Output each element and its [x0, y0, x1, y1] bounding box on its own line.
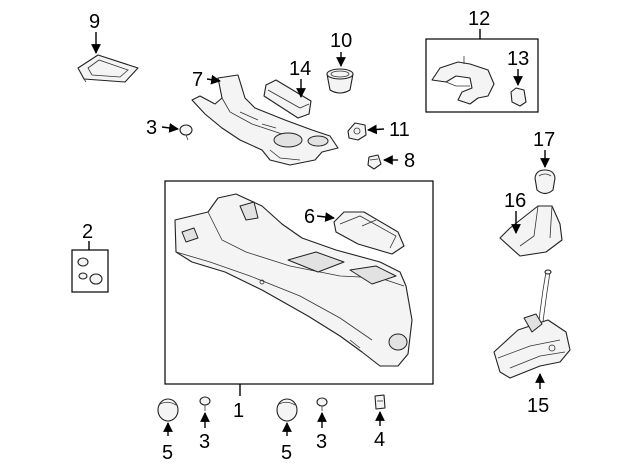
callout-1: 1 — [233, 400, 244, 422]
callout-13: 13 — [507, 48, 529, 70]
callout-10: 10 — [330, 30, 352, 52]
part-6-armrest-lid — [333, 211, 405, 255]
part-1-main-console-group — [164, 180, 434, 385]
callout-2: 2 — [82, 221, 93, 243]
part-3-screw-bottom-middle — [316, 397, 328, 411]
part-10-cup-holder — [326, 68, 354, 94]
part-4-clip — [374, 394, 386, 410]
callout-9: 9 — [89, 11, 100, 33]
part-16-shift-boot — [499, 205, 563, 257]
part-7-upper-console — [191, 74, 339, 166]
callout-3-top: 3 — [146, 117, 157, 139]
callout-6: 6 — [304, 206, 315, 228]
callout-4: 4 — [374, 429, 385, 451]
leader-7 — [206, 74, 221, 85]
callout-12: 12 — [468, 8, 490, 30]
part-12-bracket-group — [425, 38, 539, 113]
part-13-clip — [510, 87, 527, 107]
part-17-shift-knob — [534, 169, 556, 195]
part-5-plug-left — [157, 398, 179, 422]
part-14-armrest-pad — [263, 79, 312, 119]
callout-8: 8 — [404, 150, 415, 172]
callout-5-middle: 5 — [281, 442, 292, 464]
callout-17: 17 — [533, 129, 555, 151]
callout-14: 14 — [289, 58, 311, 80]
callout-3-bottom-left: 3 — [199, 431, 210, 453]
callout-15: 15 — [527, 395, 549, 417]
part-15-shifter-assembly — [493, 269, 571, 379]
leader-11 — [367, 124, 385, 135]
callout-11: 11 — [389, 119, 410, 141]
leader-6 — [316, 212, 335, 222]
part-11-clip — [347, 122, 367, 141]
leader-3-top — [161, 123, 179, 133]
part-9-lid-pad — [77, 54, 139, 83]
callout-5-left: 5 — [162, 442, 173, 464]
callout-7: 7 — [192, 69, 203, 91]
part-3-screw-top — [179, 124, 193, 141]
callout-16: 16 — [504, 190, 526, 212]
part-5-plug-middle — [276, 398, 298, 422]
part-3-screw-bottom-left — [199, 396, 211, 411]
part-8-retainer — [367, 154, 382, 170]
part-2-clips-group — [71, 249, 109, 293]
callout-3-bottom-middle: 3 — [316, 431, 327, 453]
